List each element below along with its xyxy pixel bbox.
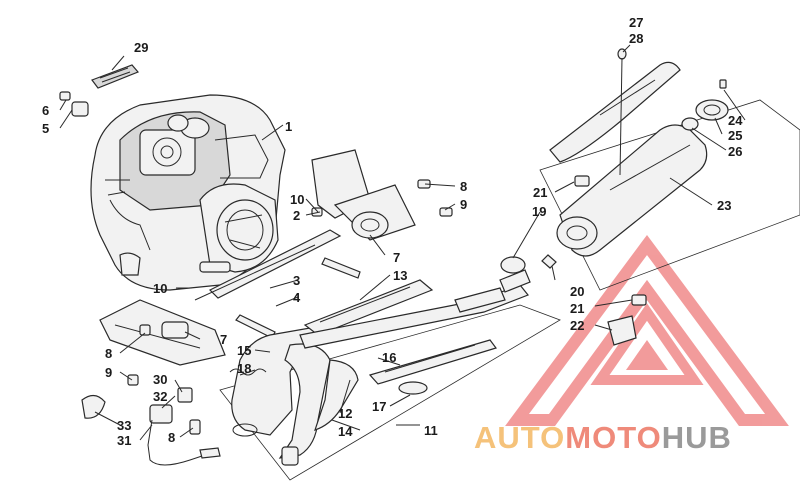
callout-33: 33 bbox=[117, 418, 131, 433]
callout-7b: 7 bbox=[393, 250, 400, 265]
watermark-triangle-outer bbox=[505, 234, 789, 426]
bolt-8-lower bbox=[189, 419, 201, 435]
callout-11: 11 bbox=[424, 423, 438, 438]
callout-8b: 8 bbox=[168, 430, 175, 445]
clamp-17 bbox=[398, 381, 428, 395]
callout-8a: 8 bbox=[105, 346, 112, 361]
callout-7a: 7 bbox=[220, 332, 227, 347]
muffler-heat-shield bbox=[549, 48, 681, 163]
watermark-word-auto: AUTO bbox=[474, 420, 565, 455]
watermark-logo bbox=[505, 234, 789, 426]
callout-19: 19 bbox=[532, 204, 546, 219]
callout-20: 20 bbox=[570, 284, 584, 299]
callout-21a: 21 bbox=[533, 185, 547, 200]
callout-28: 28 bbox=[629, 31, 643, 46]
support-rod bbox=[208, 229, 342, 299]
callout-23: 23 bbox=[717, 198, 731, 213]
callout-13: 13 bbox=[393, 268, 407, 283]
head-pipe-assembly bbox=[231, 327, 359, 466]
callout-25: 25 bbox=[728, 128, 742, 143]
callout-26: 26 bbox=[728, 144, 742, 159]
mount-spacer bbox=[59, 91, 89, 117]
callout-16: 16 bbox=[382, 350, 396, 365]
muffler bbox=[556, 124, 708, 257]
long-bolt-upper bbox=[321, 257, 361, 279]
callout-32: 32 bbox=[153, 389, 167, 404]
callout-5: 5 bbox=[42, 121, 49, 136]
watermark-triangle-notch bbox=[626, 340, 668, 370]
callout-10a: 10 bbox=[290, 192, 304, 207]
pipe-joint bbox=[500, 254, 557, 274]
heat-shield-lower bbox=[368, 339, 497, 385]
callout-14: 14 bbox=[338, 424, 353, 439]
callout-8c: 8 bbox=[460, 179, 467, 194]
spring-18 bbox=[229, 368, 267, 376]
spark-arrestor bbox=[681, 79, 729, 131]
callout-31: 31 bbox=[117, 433, 131, 448]
callout-22: 22 bbox=[570, 318, 584, 333]
callout-4: 4 bbox=[293, 290, 301, 305]
support-rod-2 bbox=[194, 244, 316, 301]
callout-24: 24 bbox=[728, 113, 743, 128]
label-plate bbox=[91, 64, 140, 89]
callout-labels: 1 2 3 4 5 6 7 7 8 8 8 9 9 10 10 11 12 13… bbox=[42, 15, 743, 448]
muffler-mount bbox=[574, 175, 647, 346]
callout-10b: 10 bbox=[153, 281, 167, 296]
callout-29: 29 bbox=[134, 40, 148, 55]
callout-12: 12 bbox=[338, 406, 352, 421]
clamp-ring-33 bbox=[81, 394, 106, 419]
engine-mount-bracket-right bbox=[311, 149, 453, 241]
pipe-group-outline bbox=[219, 304, 561, 481]
callout-15: 15 bbox=[237, 343, 251, 358]
callout-1: 1 bbox=[285, 119, 292, 134]
callout-18: 18 bbox=[237, 361, 251, 376]
leader-lines bbox=[59, 44, 746, 441]
long-bolt-lower bbox=[235, 314, 276, 339]
watermark-word-moto: MOTO bbox=[565, 420, 661, 455]
callout-17: 17 bbox=[372, 399, 386, 414]
callout-30: 30 bbox=[153, 372, 167, 387]
engine-assembly bbox=[90, 94, 286, 291]
callout-9a: 9 bbox=[105, 365, 112, 380]
callout-9b: 9 bbox=[460, 197, 467, 212]
watermark-word-hub: HUB bbox=[662, 420, 732, 455]
callout-27: 27 bbox=[629, 15, 643, 30]
heat-shield-upper bbox=[303, 279, 434, 336]
callout-3: 3 bbox=[293, 273, 300, 288]
watermark-text: AUTOMOTOHUB bbox=[474, 420, 732, 455]
watermark-triangle-inner bbox=[590, 303, 704, 385]
engine-mount-bracket-left bbox=[99, 299, 226, 386]
callout-6: 6 bbox=[42, 103, 49, 118]
mid-pipe bbox=[299, 269, 531, 349]
callout-21b: 21 bbox=[570, 301, 584, 316]
callout-2: 2 bbox=[293, 208, 300, 223]
